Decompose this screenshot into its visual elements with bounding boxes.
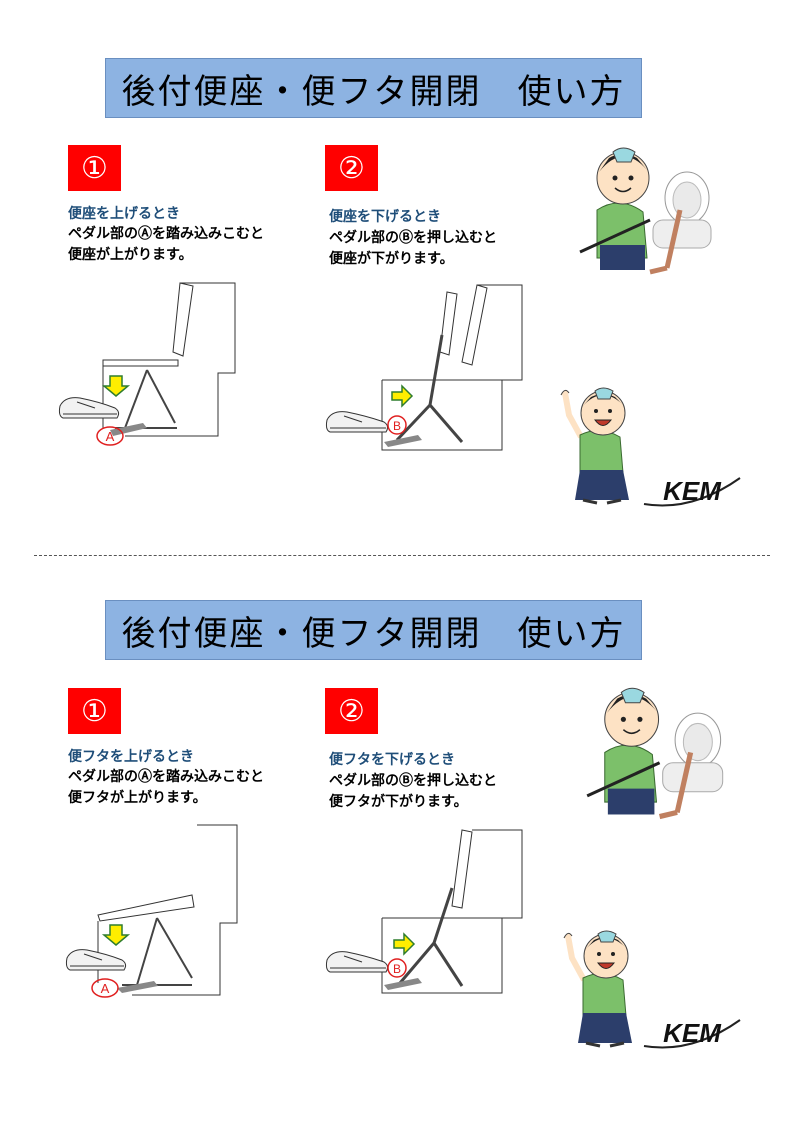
arrow-right-icon <box>393 932 416 956</box>
samurai-mascot-with-toilet <box>579 147 712 275</box>
instruction-line: ペダル部のⒷを押し込むと <box>329 230 497 246</box>
shoe-icon <box>58 397 120 419</box>
step-heading: 便座を下げるとき <box>329 209 441 225</box>
marker-label: A <box>101 981 110 996</box>
marker-label: B <box>393 419 401 433</box>
step-number-badge: ① <box>68 145 121 191</box>
shoe-icon <box>65 949 127 971</box>
arrow-right-icon <box>391 384 414 408</box>
shoe-icon <box>325 951 389 973</box>
step-instructions: ペダル部のⒶを踏み込みこむと 便フタが上がります。 <box>68 767 264 809</box>
step-number-badge: ② <box>325 688 378 734</box>
arrow-down-icon <box>101 924 131 946</box>
pedal-marker-a <box>96 426 124 446</box>
shoe-icon <box>325 411 389 433</box>
marker-label: A <box>106 429 115 444</box>
step-number-badge: ② <box>325 145 378 191</box>
logo-text: KEM <box>663 1018 722 1048</box>
section-divider <box>34 555 770 556</box>
pedal-marker-b <box>387 958 407 978</box>
step-heading: 便座を上げるとき <box>68 206 180 222</box>
arrow-down-icon <box>101 375 131 397</box>
section-seat: 後付便座・便フタ開閉 使い方 ① 便座を上げるとき ペダル部のⒶを踏み込みこむと… <box>0 0 794 530</box>
kem-logo: KEM <box>643 476 741 507</box>
section-lid: 後付便座・便フタ開閉 使い方 ① 便フタを上げるとき ペダル部のⒶを踏み込みこむ… <box>0 540 794 1070</box>
instruction-line: ペダル部のⒶを踏み込みこむと <box>68 226 264 242</box>
logo-text: KEM <box>663 476 722 506</box>
instruction-line: ペダル部のⒷを押し込むと <box>329 773 497 789</box>
lid-lower-diagram: B <box>325 829 523 994</box>
seat-raise-diagram: A <box>58 282 236 446</box>
instruction-line: 便フタが上がります。 <box>68 790 207 806</box>
marker-label: B <box>393 962 401 976</box>
step-instructions: ペダル部のⒷを押し込むと 便フタが下がります。 <box>329 771 497 813</box>
step-number-badge: ① <box>68 688 121 734</box>
samurai-mascot-with-toilet <box>586 687 724 820</box>
step-heading: 便フタを上げるとき <box>68 749 194 765</box>
samurai-mascot-waving <box>563 930 632 1048</box>
step-heading: 便フタを下げるとき <box>329 752 455 768</box>
instruction-line: 便座が上がります。 <box>68 247 193 263</box>
samurai-mascot-waving <box>560 387 629 505</box>
step-instructions: ペダル部のⒶを踏み込みこむと 便座が上がります。 <box>68 224 264 266</box>
kem-logo: KEM <box>643 1018 741 1049</box>
instruction-line: 便フタが下がります。 <box>329 794 468 810</box>
instruction-line: ペダル部のⒶを踏み込みこむと <box>68 769 264 785</box>
pedal-marker-a <box>91 978 119 998</box>
step-instructions: ペダル部のⒷを押し込むと 便座が下がります。 <box>329 228 497 270</box>
seat-lower-diagram: B <box>325 284 523 451</box>
page-title: 後付便座・便フタ開閉 使い方 <box>105 58 642 118</box>
pedal-marker-b <box>387 415 407 435</box>
instruction-line: 便座が下がります。 <box>329 251 454 267</box>
page-title: 後付便座・便フタ開閉 使い方 <box>105 600 642 660</box>
lid-raise-diagram: A <box>65 824 238 998</box>
